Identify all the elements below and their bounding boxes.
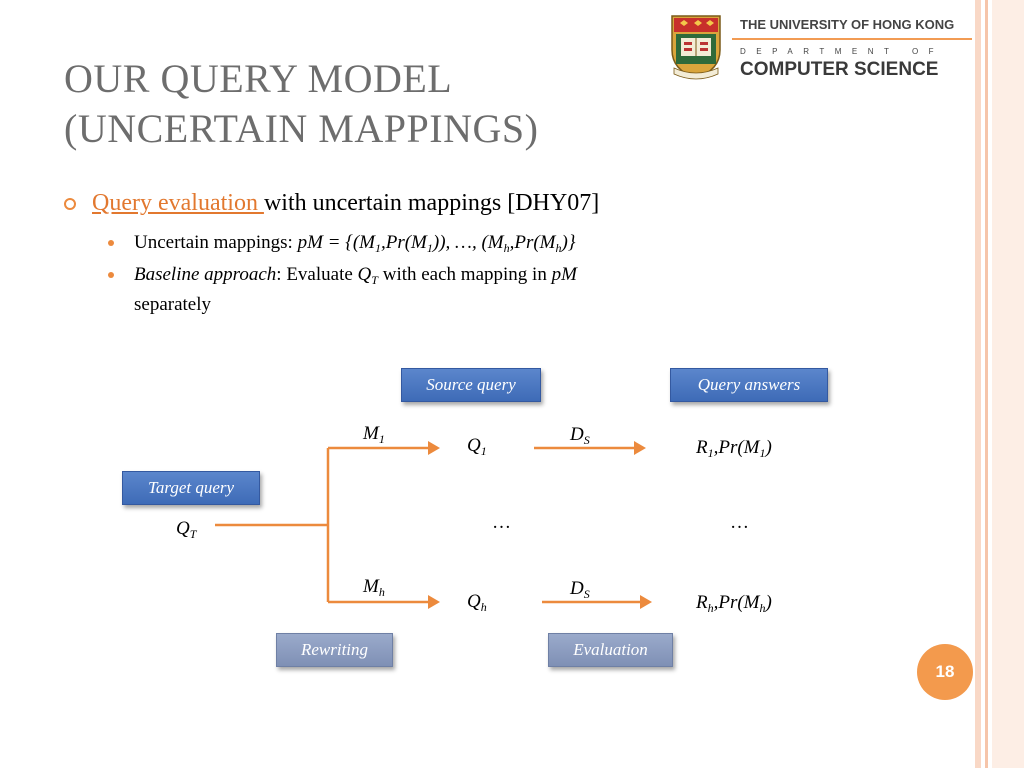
dot-bullet-icon [108, 240, 114, 246]
main-bullet-text: with uncertain mappings [DHY07] [263, 190, 600, 216]
pm-formula: pM = {(M1,Pr(M1)), …, (Mh,Pr(Mh)} [297, 232, 576, 255]
r1-result-label: R1,Pr(M1) [696, 437, 772, 460]
baseline-approach-label: Baseline approach [134, 264, 277, 285]
department-label: DEPARTMENT OF [740, 47, 945, 56]
ellipsis-right: … [730, 512, 749, 533]
side-stripe [985, 0, 988, 768]
pm-symbol: pM [551, 264, 577, 285]
side-stripe [992, 0, 1024, 768]
target-query-box: Target query [122, 471, 260, 505]
query-evaluation-link[interactable]: Query evaluation [92, 190, 264, 216]
hku-crest-icon [671, 15, 721, 80]
q1-label: Q1 [467, 435, 487, 458]
m1-label: M1 [363, 423, 385, 446]
hku-cs-logo: THE UNIVERSITY OF HONG KONG DEPARTMENT O… [668, 14, 972, 80]
sub-bullet-baseline-continued: separately [134, 294, 212, 315]
ellipsis-middle: … [492, 512, 511, 533]
logo-rule [732, 38, 972, 40]
qt-label: QT [176, 518, 197, 541]
page-number-badge: 18 [917, 644, 973, 700]
school-name: COMPUTER SCIENCE [740, 59, 939, 80]
side-stripe [975, 0, 981, 768]
title-line-1: OUR QUERY MODEL [64, 56, 453, 101]
university-name: THE UNIVERSITY OF HONG KONG [740, 17, 955, 32]
dot-bullet-icon [108, 272, 114, 278]
mh-label: Mh [363, 576, 385, 599]
ds-label-top: DS [570, 424, 590, 447]
sub-bullet-prefix: Uncertain mappings: [134, 232, 298, 253]
qt-symbol: QT [357, 264, 378, 287]
ring-bullet-icon [64, 198, 76, 210]
rh-result-label: Rh,Pr(Mh) [696, 592, 772, 615]
rewriting-box: Rewriting [276, 633, 393, 667]
evaluation-box: Evaluation [548, 633, 673, 667]
slide-title: OUR QUERY MODEL (UNCERTAIN MAPPINGS) [64, 54, 664, 154]
source-query-box: Source query [401, 368, 541, 402]
query-answers-box: Query answers [670, 368, 828, 402]
title-line-2: (UNCERTAIN MAPPINGS) [64, 106, 539, 151]
ds-label-bottom: DS [570, 578, 590, 601]
qh-label: Qh [467, 591, 487, 614]
